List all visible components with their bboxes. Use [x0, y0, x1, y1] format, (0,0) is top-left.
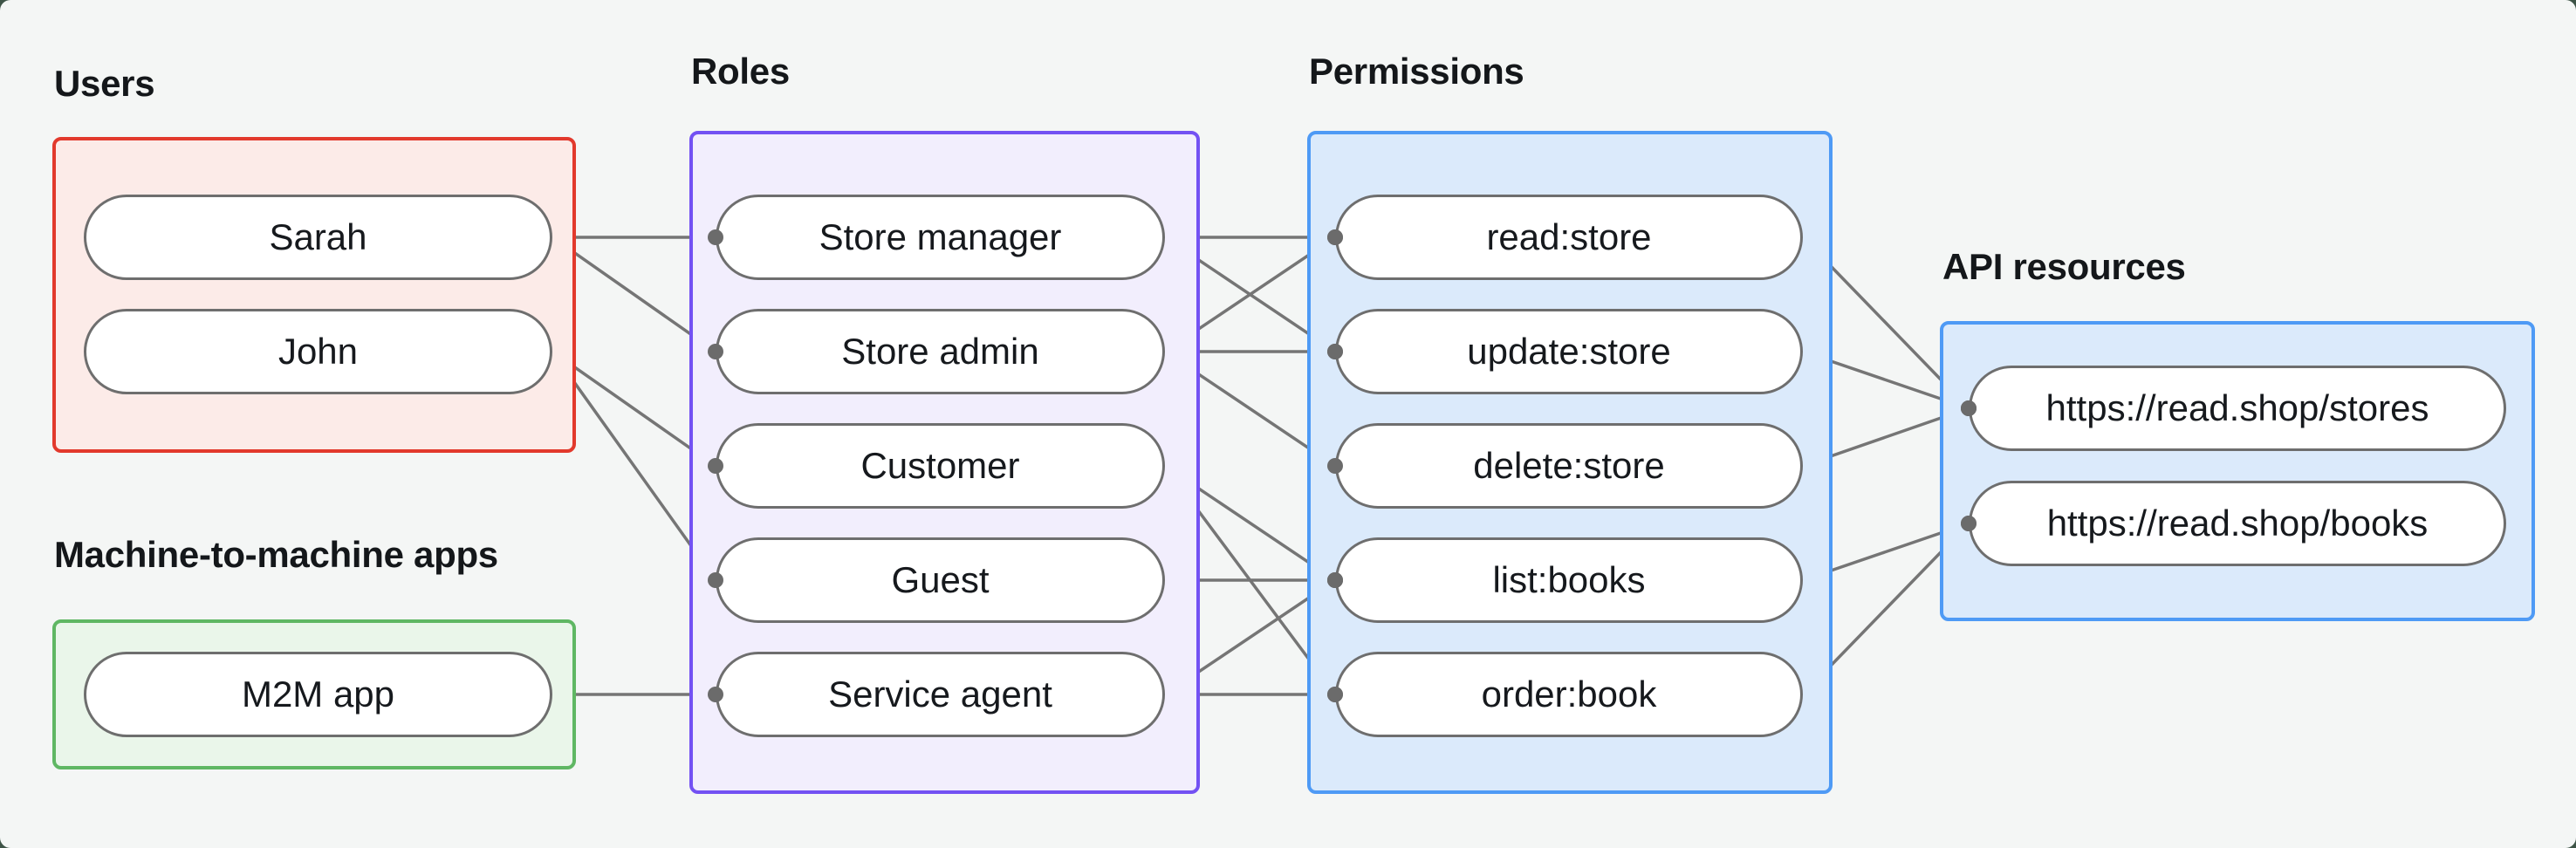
- node-store-manager: Store manager: [716, 195, 1165, 280]
- node-order-book: order:book: [1335, 652, 1803, 737]
- node-read-store: read:store: [1335, 195, 1803, 280]
- group-label-roles: Roles: [691, 51, 790, 92]
- node-update-store: update:store: [1335, 309, 1803, 394]
- group-box-users: [52, 137, 576, 453]
- node-m2m-app: M2M app: [84, 652, 552, 737]
- node-service-agent: Service agent: [716, 652, 1165, 737]
- node-guest: Guest: [716, 537, 1165, 623]
- node-store-admin: Store admin: [716, 309, 1165, 394]
- node-john: John: [84, 309, 552, 394]
- group-label-m2m: Machine-to-machine apps: [54, 534, 498, 575]
- group-label-api: API resources: [1942, 246, 2186, 287]
- group-label-permissions: Permissions: [1309, 51, 1524, 92]
- node-sarah: Sarah: [84, 195, 552, 280]
- node-books-api: https://read.shop/books: [1969, 481, 2506, 566]
- group-label-users: Users: [54, 63, 155, 104]
- node-list-books: list:books: [1335, 537, 1803, 623]
- node-customer: Customer: [716, 423, 1165, 509]
- node-stores-api: https://read.shop/stores: [1969, 366, 2506, 451]
- node-delete-store: delete:store: [1335, 423, 1803, 509]
